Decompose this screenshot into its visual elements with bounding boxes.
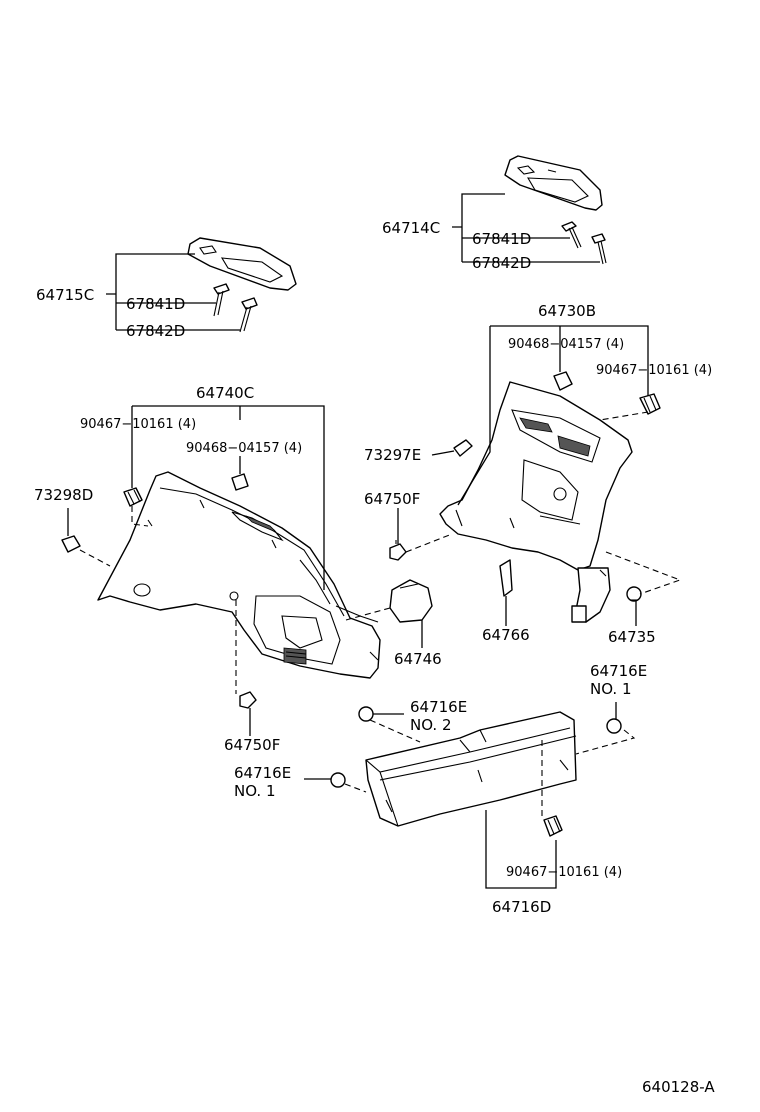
screw-67842D-left <box>239 297 258 333</box>
leader-64715C <box>106 253 240 331</box>
label-64714C: 64714C <box>382 219 440 237</box>
label-67842D-left: 67842D <box>126 322 185 340</box>
label-67842D-upper: 67842D <box>472 254 531 272</box>
label-64740C: 64740C <box>196 384 254 402</box>
label-64716E-no2: 64716E <box>410 698 467 716</box>
leader-64716D <box>485 810 557 889</box>
part-64740C-quarter-trim <box>97 471 381 679</box>
clip-64735 <box>626 586 642 602</box>
label-90468-left: 90468−04157 (4) <box>186 441 302 456</box>
reference-code: 640128-A <box>642 1078 715 1096</box>
leader-64714C <box>452 193 600 263</box>
label-73298D: 73298D <box>34 486 93 504</box>
label-90467-bottom: 90467−10161 (4) <box>506 865 622 880</box>
clip-90467-upper-right <box>639 393 661 415</box>
clip-64716E-no1-right <box>606 718 622 734</box>
label-64715C: 64715C <box>36 286 94 304</box>
part-64730B-quarter-trim <box>439 381 633 623</box>
part-64714C-grip <box>504 155 603 211</box>
label-64716E-no1-right-num: NO. 1 <box>590 680 632 698</box>
leader-64730B <box>457 325 649 506</box>
label-90467-left: 90467−10161 (4) <box>80 417 196 432</box>
clip-90467-bottom <box>543 815 563 837</box>
clip-64750F-right <box>389 540 407 561</box>
cover-64746 <box>389 579 433 623</box>
part-64766-strip <box>499 559 513 597</box>
clip-73298D <box>61 535 81 553</box>
label-67841D-left: 67841D <box>126 295 185 313</box>
clip-64716E-no2 <box>358 706 374 722</box>
label-90467-upper-right: 90467−10161 (4) <box>596 363 712 378</box>
screw-67842D-upper <box>591 233 607 265</box>
clip-64716E-no1-left <box>330 772 346 788</box>
label-64730B: 64730B <box>538 302 596 320</box>
clip-64750F-left <box>239 691 257 709</box>
part-64716D-back-panel <box>365 711 577 827</box>
screw-67841D-left <box>213 283 230 317</box>
label-64716E-no1-left: 64716E <box>234 764 291 782</box>
part-64715C-grip <box>187 237 297 291</box>
label-64766: 64766 <box>482 626 530 644</box>
label-64716E-no1-left-num: NO. 1 <box>234 782 276 800</box>
clip-90468-left <box>231 473 249 491</box>
label-64735: 64735 <box>608 628 656 646</box>
label-73297E: 73297E <box>364 446 421 464</box>
leader-64740C <box>131 405 325 590</box>
screw-67841D-upper <box>561 221 582 249</box>
label-64716D: 64716D <box>492 898 551 916</box>
label-64716E-no1-right: 64716E <box>590 662 647 680</box>
label-64750F-right: 64750F <box>364 490 420 508</box>
label-64716E-no2-num: NO. 2 <box>410 716 452 734</box>
label-64750F-left: 64750F <box>224 736 280 754</box>
clip-90468-upper-right <box>553 371 573 391</box>
label-90468-upper-right: 90468−04157 (4) <box>508 337 624 352</box>
label-67841D-upper: 67841D <box>472 230 531 248</box>
clip-73297E <box>453 439 473 457</box>
clip-90467-left <box>123 487 143 507</box>
label-64746: 64746 <box>394 650 442 668</box>
